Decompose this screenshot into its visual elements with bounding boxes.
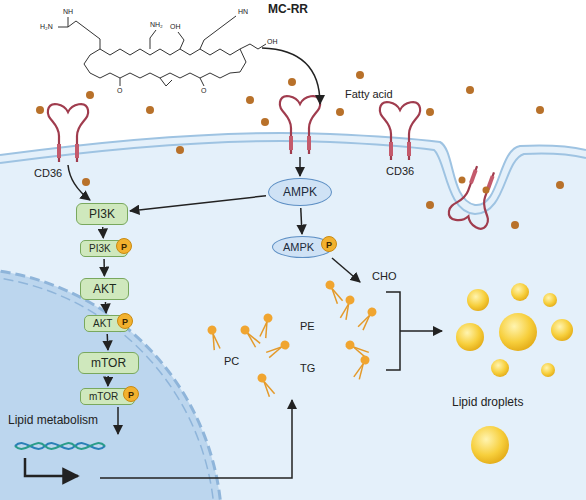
node-text: AMPK <box>283 185 317 199</box>
kinase-ellipse: AMPK <box>268 178 332 206</box>
lipid-label: PC <box>224 355 239 367</box>
pathway-box: PI3K <box>76 203 128 225</box>
node-text: PI3K <box>89 207 115 221</box>
arrow-connector <box>102 227 104 238</box>
atom-label: OH <box>267 38 278 45</box>
phosphate-circle: P <box>116 238 132 254</box>
node-text: AKT <box>93 282 116 296</box>
atom-label: OH <box>170 23 181 30</box>
arrow-connector <box>301 208 302 234</box>
molecule-label: Fatty acid <box>345 88 393 100</box>
atom-label: HN <box>238 8 248 15</box>
node-text: AMPK <box>283 241 314 253</box>
pathway-box: mTOR <box>78 352 139 374</box>
receptor-label: CD36 <box>34 167 62 179</box>
phospho-ellipse: AMPK P <box>272 236 333 258</box>
atom-label: NH₂ <box>150 21 163 28</box>
receptor-label: CD36 <box>386 165 414 177</box>
lipid-label: TG <box>300 362 315 374</box>
process-label: Lipid metabolism <box>8 413 98 427</box>
arrow-connector <box>107 376 109 386</box>
node-text: mTOR <box>91 356 126 370</box>
phospho-box: AKT P <box>84 315 129 332</box>
pathway-box: AKT <box>80 278 129 300</box>
compound-name: MC-RR <box>268 2 308 16</box>
arrow-connector <box>130 196 266 211</box>
phosphate-text: P <box>326 240 332 250</box>
phospho-box: mTOR P <box>80 388 135 405</box>
atom-label: O <box>117 87 122 94</box>
arrow-connector <box>103 259 105 276</box>
atom-label: O <box>201 87 206 94</box>
phosphate-text: P <box>121 242 127 252</box>
lipid-droplet-label: Lipid droplets <box>452 395 523 409</box>
node-text: PI3K <box>89 243 111 254</box>
arrow-connector <box>105 302 107 313</box>
node-text: AKT <box>93 318 112 329</box>
phospho-box: PI3K P <box>80 240 128 257</box>
atom-label: NH <box>63 8 73 15</box>
atom-label: H₂N <box>40 23 53 30</box>
lipid-label: CHO <box>372 270 396 282</box>
phosphate-circle: P <box>117 313 133 329</box>
phosphate-circle: P <box>123 386 139 402</box>
lipid-label: PE <box>300 320 315 332</box>
node-text: mTOR <box>89 391 118 402</box>
phosphate-text: P <box>128 390 134 400</box>
phosphate-text: P <box>122 317 128 327</box>
phosphate-circle: P <box>321 236 337 252</box>
arrow-connector <box>106 334 108 350</box>
